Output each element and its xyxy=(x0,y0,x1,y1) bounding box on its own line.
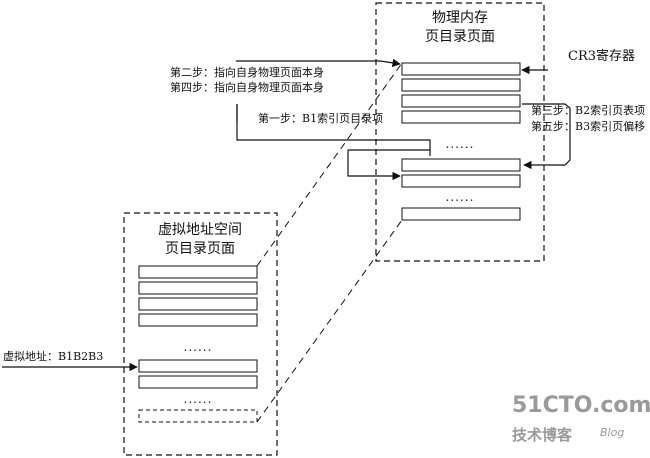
virtual-entry xyxy=(138,313,258,327)
physical-memory-title-line1: 物理内存 xyxy=(432,10,488,26)
watermark-site: 51CTO.com xyxy=(512,393,650,418)
physical-entry xyxy=(401,110,521,124)
middle-entry-arrow xyxy=(347,168,401,181)
step3-step5-bracket xyxy=(522,103,571,170)
physical-entry xyxy=(401,62,521,76)
physical-directory-top-group xyxy=(401,62,521,124)
virtual-dots-bottom: ...... xyxy=(184,392,213,406)
virtual-entry xyxy=(138,297,258,311)
virtual-space-box xyxy=(123,212,278,456)
physical-entry-last xyxy=(401,207,521,221)
mapping-line-bottom xyxy=(256,219,403,423)
virtual-entry xyxy=(138,359,258,373)
watermark-blog: Blog xyxy=(600,426,624,439)
virtual-address-label: 虚拟地址：B1B2B3 xyxy=(3,349,103,363)
virtual-entry xyxy=(138,281,258,295)
physical-entry xyxy=(401,158,521,172)
virtual-space-title-line1: 虚拟地址空间 xyxy=(158,222,242,238)
physical-dots-top: ...... xyxy=(446,137,475,151)
physical-directory-middle-group xyxy=(401,158,521,188)
step2-label: 第二步：指向自身物理页面本身 xyxy=(170,65,324,79)
virtual-entry-last xyxy=(138,409,258,423)
virtual-space-title-line2: 页目录页面 xyxy=(165,241,235,257)
cr3-label: CR3寄存器 xyxy=(568,48,635,64)
virtual-entry xyxy=(138,375,258,389)
step4-label: 第四步：指向自身物理页面本身 xyxy=(170,80,324,94)
physical-memory-box xyxy=(375,2,545,262)
physical-dots-bottom: ...... xyxy=(446,190,475,204)
physical-entry xyxy=(401,174,521,188)
watermark-sub: 技术博客 xyxy=(512,426,573,444)
watermark-51cto: 51CTO.com 技术博客 Blog xyxy=(512,393,650,444)
virtual-directory-middle-group xyxy=(138,359,258,389)
mapping-line-top xyxy=(256,62,403,267)
step3-label: 第三步：B2索引页表项 xyxy=(531,103,645,117)
virtual-dots-top: ...... xyxy=(184,340,213,354)
physical-entry xyxy=(401,78,521,92)
virtual-directory-top-group xyxy=(138,265,258,327)
step1-label: 第一步：B1索引页目录项 xyxy=(258,111,383,125)
virtual-entry xyxy=(138,265,258,279)
step2-step4-arrow xyxy=(236,58,401,68)
physical-entry xyxy=(401,94,521,108)
step5-label: 第五步：B3索引页偏移 xyxy=(531,119,645,133)
physical-memory-title-line2: 页目录页面 xyxy=(425,29,495,45)
